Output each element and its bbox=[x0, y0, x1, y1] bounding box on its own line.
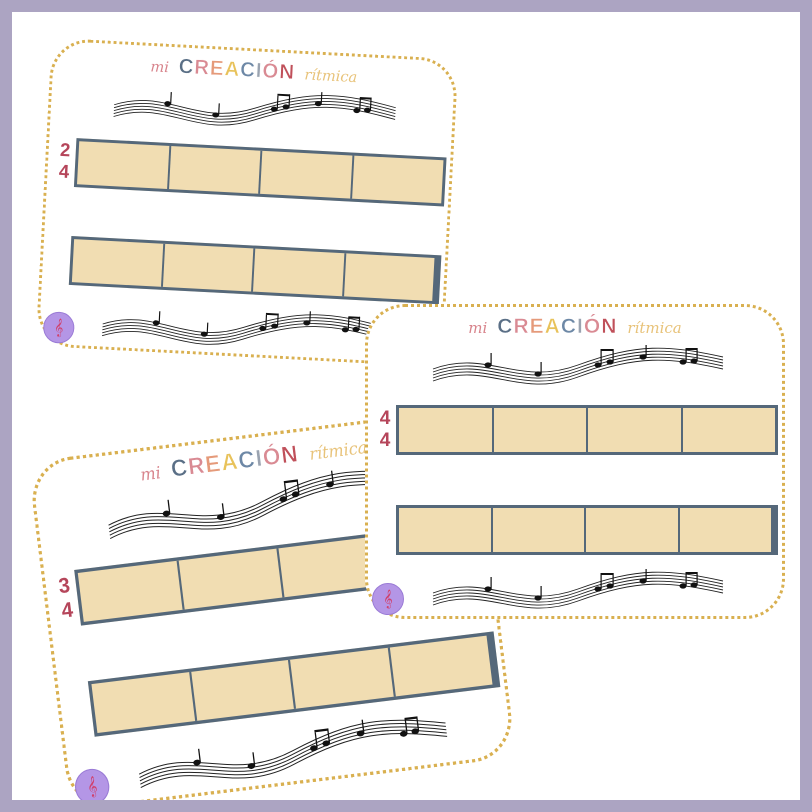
time-signature-top: 2 bbox=[59, 140, 71, 162]
treble-clef-avatar-icon: 𝄞 bbox=[72, 766, 112, 800]
title-letter: R bbox=[193, 56, 211, 80]
measure-box[interactable] bbox=[494, 408, 588, 452]
measure-box[interactable] bbox=[493, 508, 586, 552]
measure-box[interactable] bbox=[680, 508, 772, 552]
title-letter: N bbox=[278, 60, 296, 84]
measure-box[interactable] bbox=[168, 146, 263, 194]
card-2-4: mi CREACIÓN rítmica 2 4 𝄞 bbox=[35, 37, 459, 368]
title-creacion: CREACIÓN bbox=[178, 55, 296, 84]
measure-box[interactable] bbox=[399, 508, 493, 552]
title-letter: A bbox=[544, 315, 561, 339]
measure-box[interactable] bbox=[77, 560, 185, 622]
music-staff-decoration-icon bbox=[108, 79, 401, 141]
measure-box[interactable] bbox=[683, 408, 776, 452]
time-signature-top: 4 bbox=[379, 408, 391, 429]
title-letter: C bbox=[560, 315, 577, 339]
rhythm-bar-2 bbox=[68, 235, 442, 305]
time-signature: 4 4 bbox=[376, 408, 394, 452]
rhythm-bar-2 bbox=[396, 505, 778, 555]
measure-box[interactable] bbox=[77, 141, 171, 190]
measure-box[interactable] bbox=[344, 253, 435, 301]
music-staff-decoration-icon bbox=[97, 298, 390, 360]
time-signature-bottom: 4 bbox=[379, 430, 391, 451]
title-letter: I bbox=[577, 315, 584, 339]
measure-box[interactable] bbox=[253, 248, 346, 297]
title-mi: mi bbox=[139, 462, 162, 486]
measure-box[interactable] bbox=[389, 636, 492, 697]
time-signature-bottom: 4 bbox=[58, 161, 70, 183]
rhythm-bar-1 bbox=[396, 405, 778, 455]
time-signature-top: 3 bbox=[57, 574, 72, 599]
time-signature: 2 4 bbox=[55, 140, 75, 184]
title-letter: C bbox=[497, 315, 514, 339]
measure-box[interactable] bbox=[178, 548, 285, 610]
title-ritmica: rítmica bbox=[627, 319, 682, 337]
music-staff-decoration-icon bbox=[428, 567, 728, 615]
rhythm-bar-1 bbox=[73, 138, 447, 207]
title-letter: R bbox=[513, 315, 530, 339]
music-staff-decoration-icon bbox=[130, 707, 455, 799]
measure-box[interactable] bbox=[586, 508, 680, 552]
treble-clef-avatar-icon: 𝄞 bbox=[42, 311, 76, 345]
measure-box[interactable] bbox=[91, 671, 197, 734]
measure-box[interactable] bbox=[399, 408, 494, 452]
title-letter: A bbox=[223, 57, 241, 81]
time-signature-bottom: 4 bbox=[60, 598, 75, 624]
title-ritmica: rítmica bbox=[308, 437, 369, 465]
title-letter: N bbox=[601, 315, 618, 339]
treble-clef-avatar-icon: 𝄞 bbox=[372, 583, 404, 615]
measure-box[interactable] bbox=[71, 239, 165, 287]
measure-box[interactable] bbox=[190, 659, 297, 721]
title-letter: Ó bbox=[261, 59, 280, 83]
title-letter: N bbox=[279, 441, 301, 469]
music-staff-decoration-icon bbox=[428, 343, 728, 391]
title-mi: mi bbox=[468, 319, 488, 337]
title-letter: Ó bbox=[583, 315, 602, 339]
title-letter: E bbox=[209, 56, 226, 81]
measure-box[interactable] bbox=[588, 408, 683, 452]
measure-box[interactable] bbox=[290, 647, 396, 709]
title-creacion: CREACIÓN bbox=[497, 315, 618, 339]
title-letter: C bbox=[178, 55, 195, 79]
title-letter: C bbox=[239, 58, 257, 82]
measure-box[interactable] bbox=[162, 243, 256, 292]
measure-box[interactable] bbox=[352, 156, 444, 204]
title-letter: E bbox=[529, 315, 545, 339]
title-ritmica: rítmica bbox=[304, 65, 358, 87]
measure-box[interactable] bbox=[260, 150, 354, 199]
title-mi: mi bbox=[149, 57, 170, 77]
